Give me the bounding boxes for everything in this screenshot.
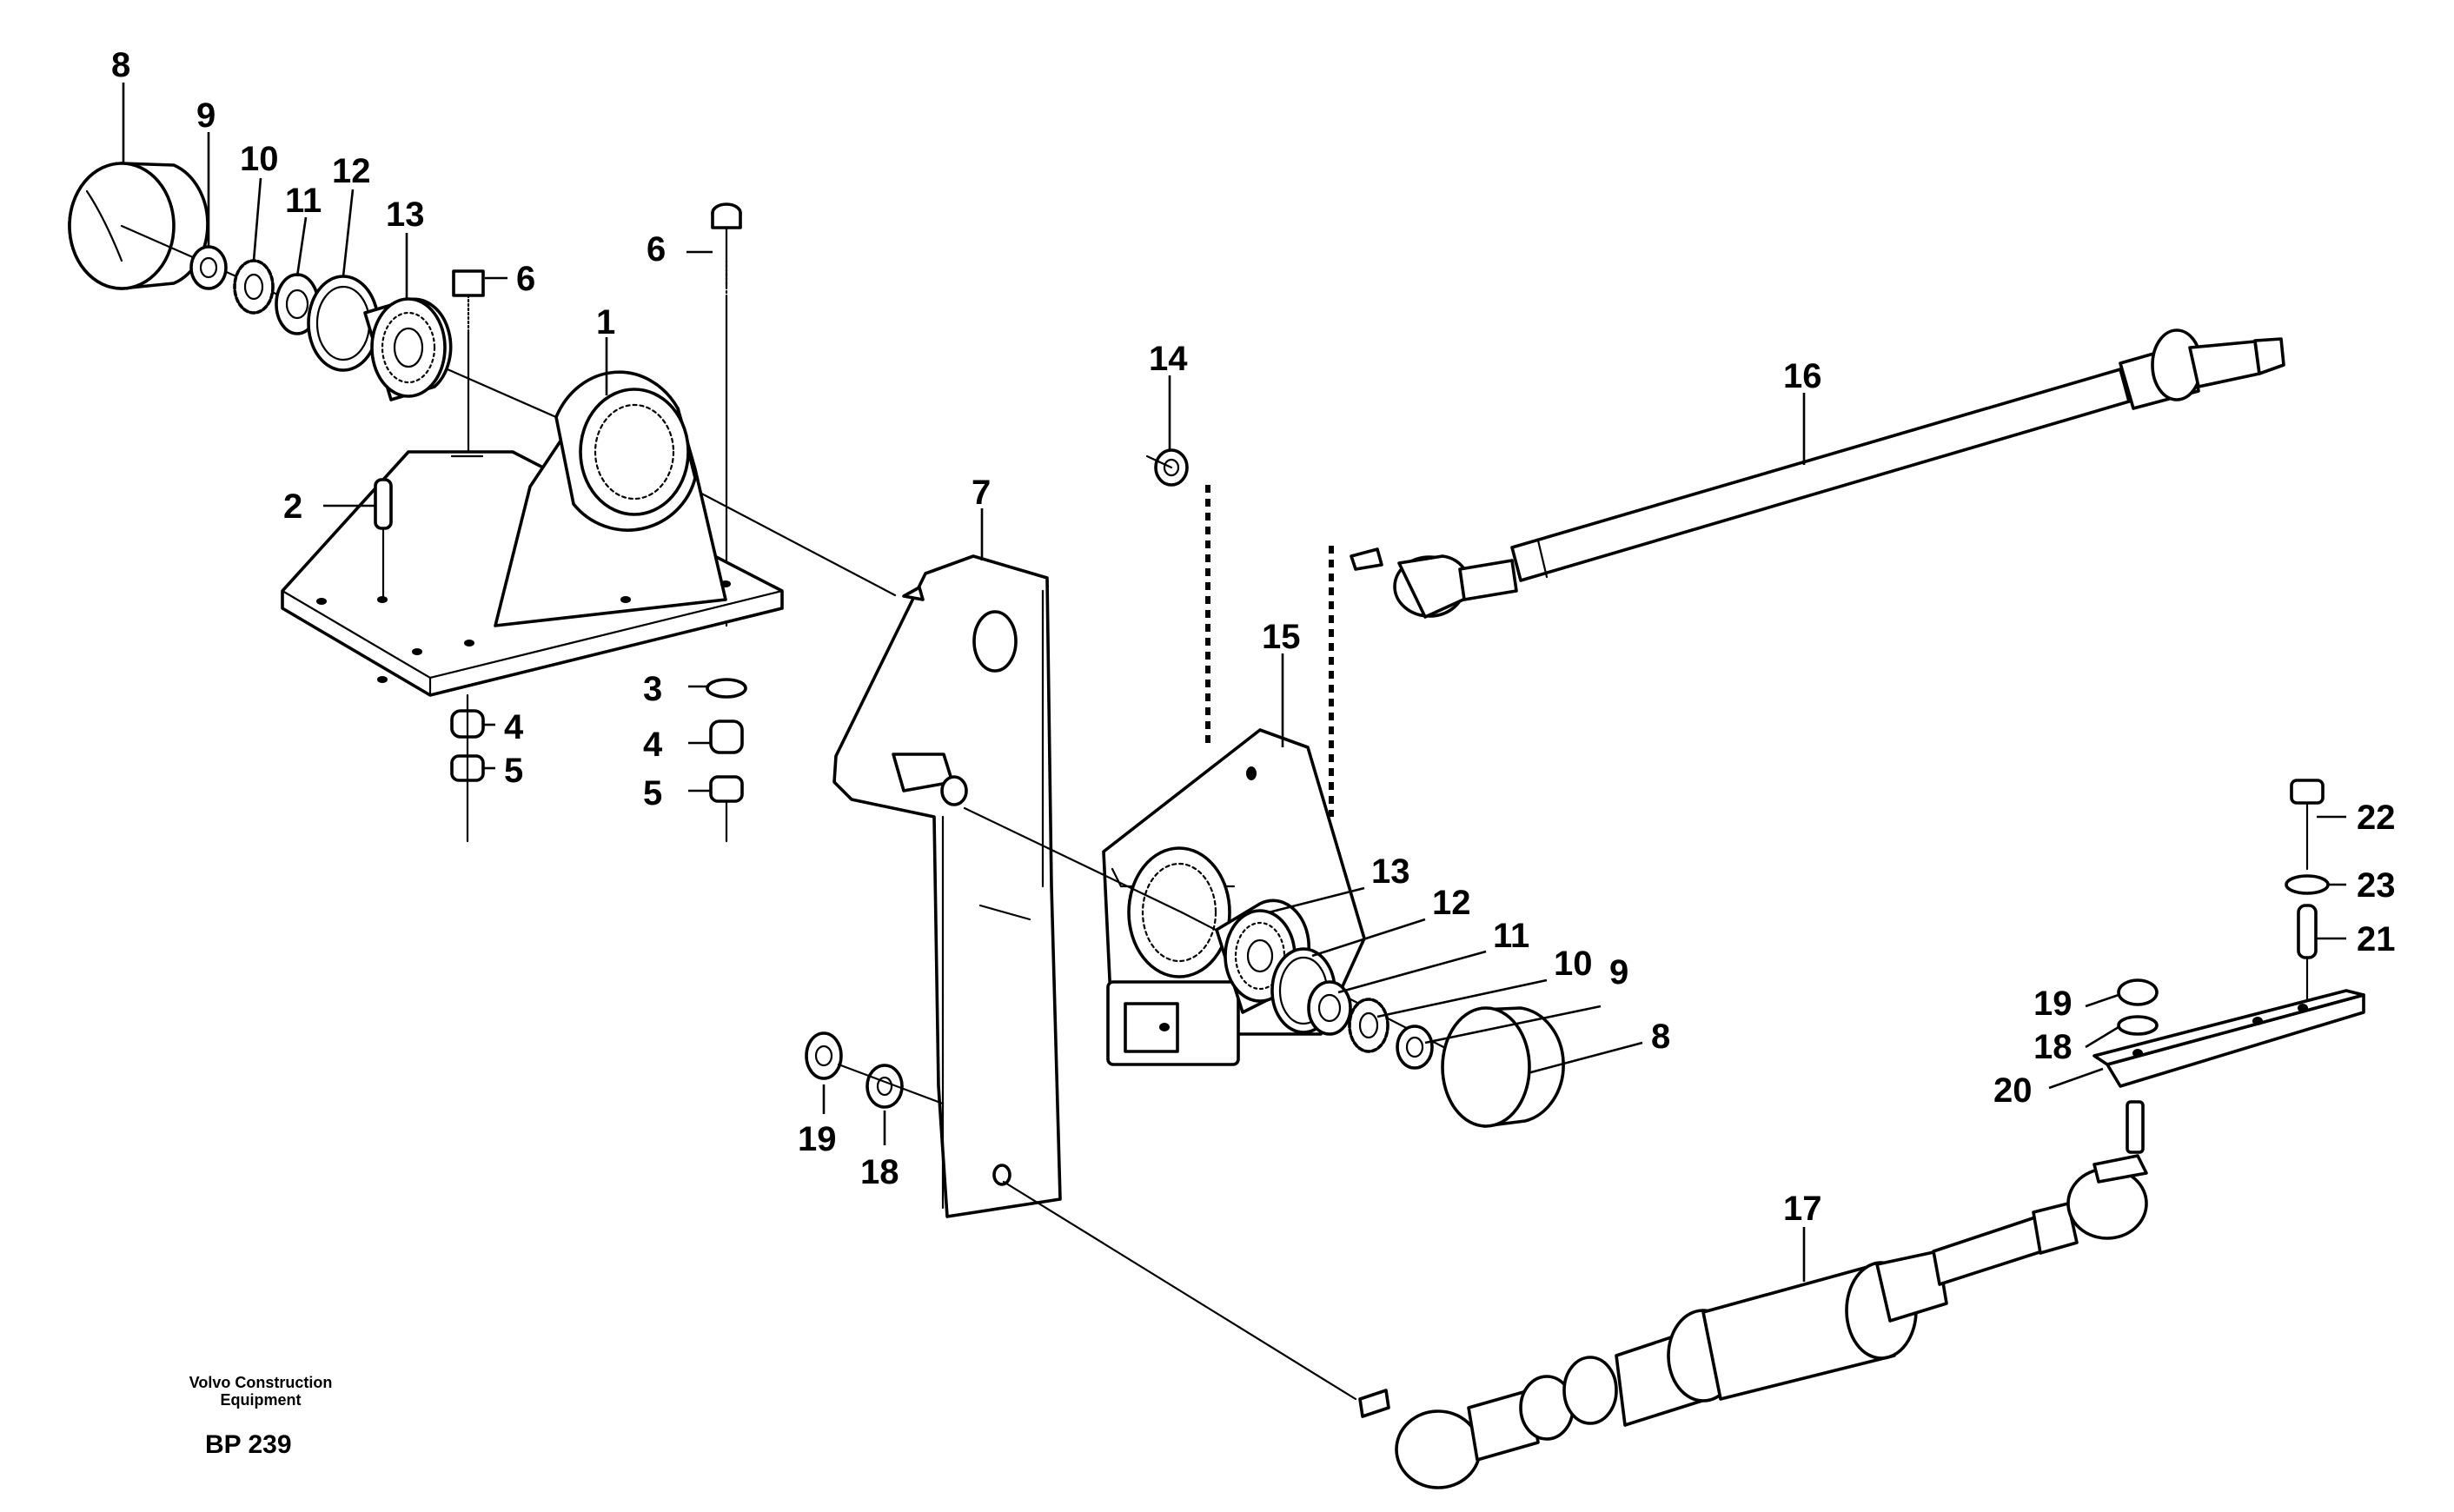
callout-10-right: 10 <box>1554 945 1593 983</box>
callout-20: 20 <box>1993 1071 2033 1110</box>
callout-13-right: 13 <box>1371 852 1410 891</box>
callout-6-short-bolt: 6 <box>516 260 535 298</box>
tie-rod-lower <box>1358 1100 2148 1489</box>
nut-lever <box>805 1031 843 1080</box>
callout-9-left: 9 <box>196 96 216 135</box>
lower-axis-line <box>1002 1180 1357 1401</box>
bearing-bracket <box>281 370 784 697</box>
callout-21: 21 <box>2357 920 2396 958</box>
callout-11-left: 11 <box>285 182 322 220</box>
callout-labels: 8 9 10 11 12 13 6 6 1 2 3 4 4 5 5 7 14 1… <box>111 46 2396 1228</box>
callout-19-left: 19 <box>798 1120 837 1158</box>
bolt-short <box>452 269 485 454</box>
callout-11-right: 11 <box>1493 917 1529 955</box>
washer-arm <box>2117 1015 2159 1036</box>
manufacturer-name: Volvo Construction <box>189 1374 333 1391</box>
callout-19-right: 19 <box>2033 985 2073 1023</box>
dowel-pin <box>374 478 393 601</box>
callout-17: 17 <box>1783 1190 1822 1228</box>
castle-nut-right <box>1396 1025 1434 1070</box>
spacer-right <box>709 720 744 754</box>
callout-9-right: 9 <box>1609 953 1628 991</box>
bearing-left <box>363 297 453 401</box>
washer-lever <box>866 1064 904 1109</box>
lever-arm <box>832 554 1062 1218</box>
callout-5-left: 5 <box>504 752 523 790</box>
lock-washer-right <box>1348 998 1389 1053</box>
page-code: BP 239 <box>205 1430 292 1459</box>
callout-1: 1 <box>596 303 615 342</box>
callout-10-left: 10 <box>240 140 279 178</box>
callout-leaders <box>122 83 2346 1282</box>
callout-6-long-bolt: 6 <box>647 230 666 269</box>
callout-8-right: 8 <box>1651 1018 1670 1056</box>
callout-23: 23 <box>2357 866 2396 905</box>
lock-washer-left <box>233 259 275 315</box>
bolt-long <box>711 202 742 627</box>
pin-arm <box>2297 904 2318 1001</box>
bolt-arm <box>2290 779 2325 871</box>
steering-arm <box>2093 989 2365 1088</box>
cap-left <box>68 162 209 290</box>
callout-18-right: 18 <box>2033 1028 2073 1066</box>
callout-14: 14 <box>1149 340 1188 378</box>
callout-12-right: 12 <box>1432 884 1471 922</box>
callout-22: 22 <box>2357 799 2396 837</box>
callout-7: 7 <box>972 474 991 512</box>
nut-arm <box>2117 978 2159 1006</box>
callout-12-left: 12 <box>332 152 371 190</box>
callout-3: 3 <box>643 670 662 708</box>
callout-15: 15 <box>1262 618 1301 656</box>
washer-bolt <box>2285 874 2330 895</box>
pin-axis-line <box>963 806 1184 914</box>
washer-right <box>1307 980 1352 1036</box>
callout-13-left: 13 <box>386 196 425 234</box>
callout-2: 2 <box>283 487 302 526</box>
callout-5-right: 5 <box>643 774 662 812</box>
callout-8-left: 8 <box>111 46 130 84</box>
callout-16: 16 <box>1783 357 1822 395</box>
castle-nut-left <box>189 245 228 290</box>
nut-right-bottom <box>709 775 744 803</box>
washer-under-bracket <box>706 678 747 699</box>
manufacturer-subline: Equipment <box>221 1391 302 1409</box>
callout-4-right: 4 <box>643 726 663 764</box>
tie-rod-upper <box>1350 328 2285 619</box>
footer-block: Volvo Construction Equipment BP 239 <box>189 1374 333 1459</box>
callout-4-left: 4 <box>504 708 524 746</box>
cap-right <box>1441 1006 1565 1128</box>
callout-18-left: 18 <box>860 1153 899 1191</box>
